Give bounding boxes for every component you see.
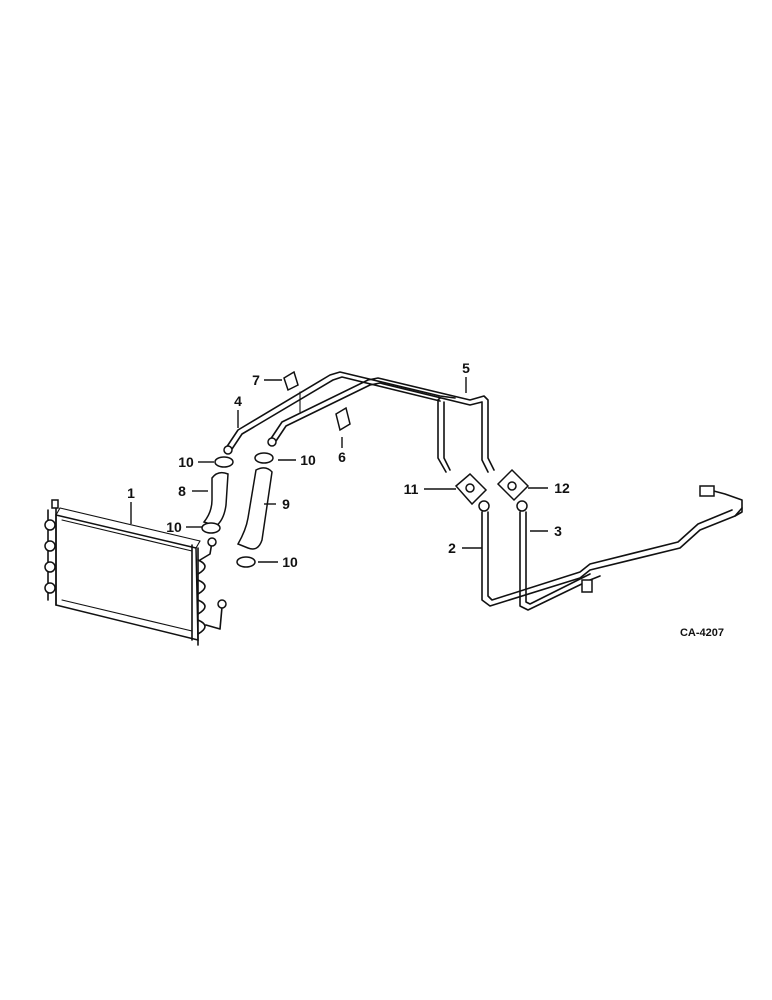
callout-8: 8 xyxy=(178,483,186,499)
callout-12: 12 xyxy=(554,480,570,496)
callout-1: 1 xyxy=(127,485,135,501)
callout-10-clamp-top-right: 10 xyxy=(300,452,316,468)
callout-11: 11 xyxy=(404,481,419,497)
bracket-7 xyxy=(283,370,301,413)
callout-9: 9 xyxy=(282,496,290,512)
callout-7: 7 xyxy=(252,372,260,388)
tube-3 xyxy=(516,485,743,611)
block-fitting-12 xyxy=(496,468,530,502)
callout-10-clamp-bottom-left: 10 xyxy=(166,519,182,535)
callout-2: 2 xyxy=(448,540,456,556)
callout-5: 5 xyxy=(462,360,470,376)
bracket-6 xyxy=(335,406,351,432)
hose-9 xyxy=(236,467,273,550)
callout-10-clamp-top-left: 10 xyxy=(178,454,194,470)
callout-10-clamp-bottom-right: 10 xyxy=(282,554,298,570)
condenser xyxy=(44,499,227,646)
tube-4 xyxy=(223,371,456,455)
figure-code: CA-4207 xyxy=(680,627,724,639)
tube-5 xyxy=(267,377,495,473)
block-fitting-11 xyxy=(454,472,488,506)
hose-8 xyxy=(202,471,229,527)
callout-6: 6 xyxy=(338,449,346,465)
callout-4: 4 xyxy=(234,393,242,409)
tube-2 xyxy=(478,500,743,607)
callout-labels: 1 2 3 4 5 6 7 8 9 10 10 10 10 11 12 xyxy=(127,360,570,570)
hose-clamps xyxy=(201,452,274,568)
leader-lines xyxy=(130,377,548,563)
callout-3: 3 xyxy=(554,523,562,539)
